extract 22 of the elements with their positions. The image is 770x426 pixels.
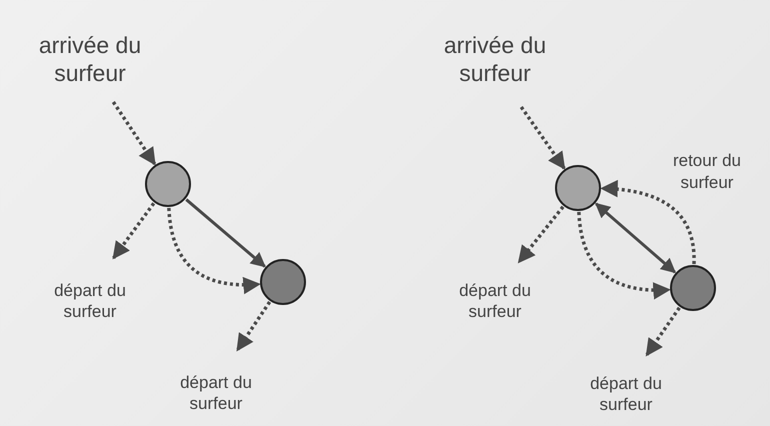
arrow xyxy=(236,300,272,352)
state-circle xyxy=(555,165,601,211)
node-label: départ du surfeur xyxy=(179,373,253,414)
node-label: départ du surfeur xyxy=(53,281,127,322)
arrow xyxy=(600,180,696,264)
state-circle xyxy=(145,161,191,207)
arrow xyxy=(520,106,566,170)
node-label: départ du surfeur xyxy=(458,281,532,322)
arrow xyxy=(577,212,671,299)
arrow xyxy=(112,101,156,166)
arrow xyxy=(594,202,676,274)
node-label: départ du surfeur xyxy=(589,374,663,415)
arrow xyxy=(645,306,681,356)
arrow xyxy=(167,208,261,294)
state-circle xyxy=(260,259,306,305)
arrow xyxy=(518,206,564,264)
arrow xyxy=(112,202,156,260)
node-label: arrivée du surfeur xyxy=(38,32,142,88)
node-label: arrivée du surfeur xyxy=(442,32,548,88)
edge-label: retour du surfeur xyxy=(672,150,742,194)
arrow xyxy=(185,198,266,268)
state-circle xyxy=(670,265,716,311)
